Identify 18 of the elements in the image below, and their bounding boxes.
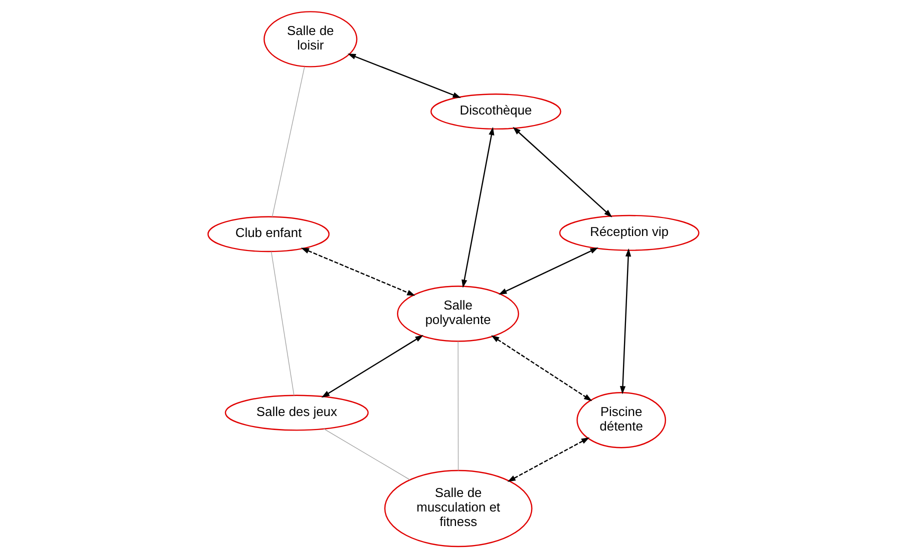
connector xyxy=(271,66,304,218)
connector xyxy=(322,428,410,480)
arrow xyxy=(512,126,612,218)
node-ellipse: Discothèque xyxy=(430,94,561,130)
connector xyxy=(457,341,458,471)
arrow xyxy=(461,126,494,288)
node-ellipse: Réception vip xyxy=(558,214,699,251)
arrow xyxy=(300,248,415,296)
arrow xyxy=(320,334,423,398)
node-ellipse: Salle des jeux xyxy=(224,394,368,431)
node-ellipse: Club enfant xyxy=(206,216,330,252)
arrow xyxy=(490,335,592,402)
arrow xyxy=(498,248,598,295)
arrow xyxy=(347,54,460,98)
arrow xyxy=(619,248,631,394)
arrow xyxy=(506,437,590,482)
node-ellipse: Salle de musculation et fitness xyxy=(384,470,532,548)
connector xyxy=(270,251,294,396)
